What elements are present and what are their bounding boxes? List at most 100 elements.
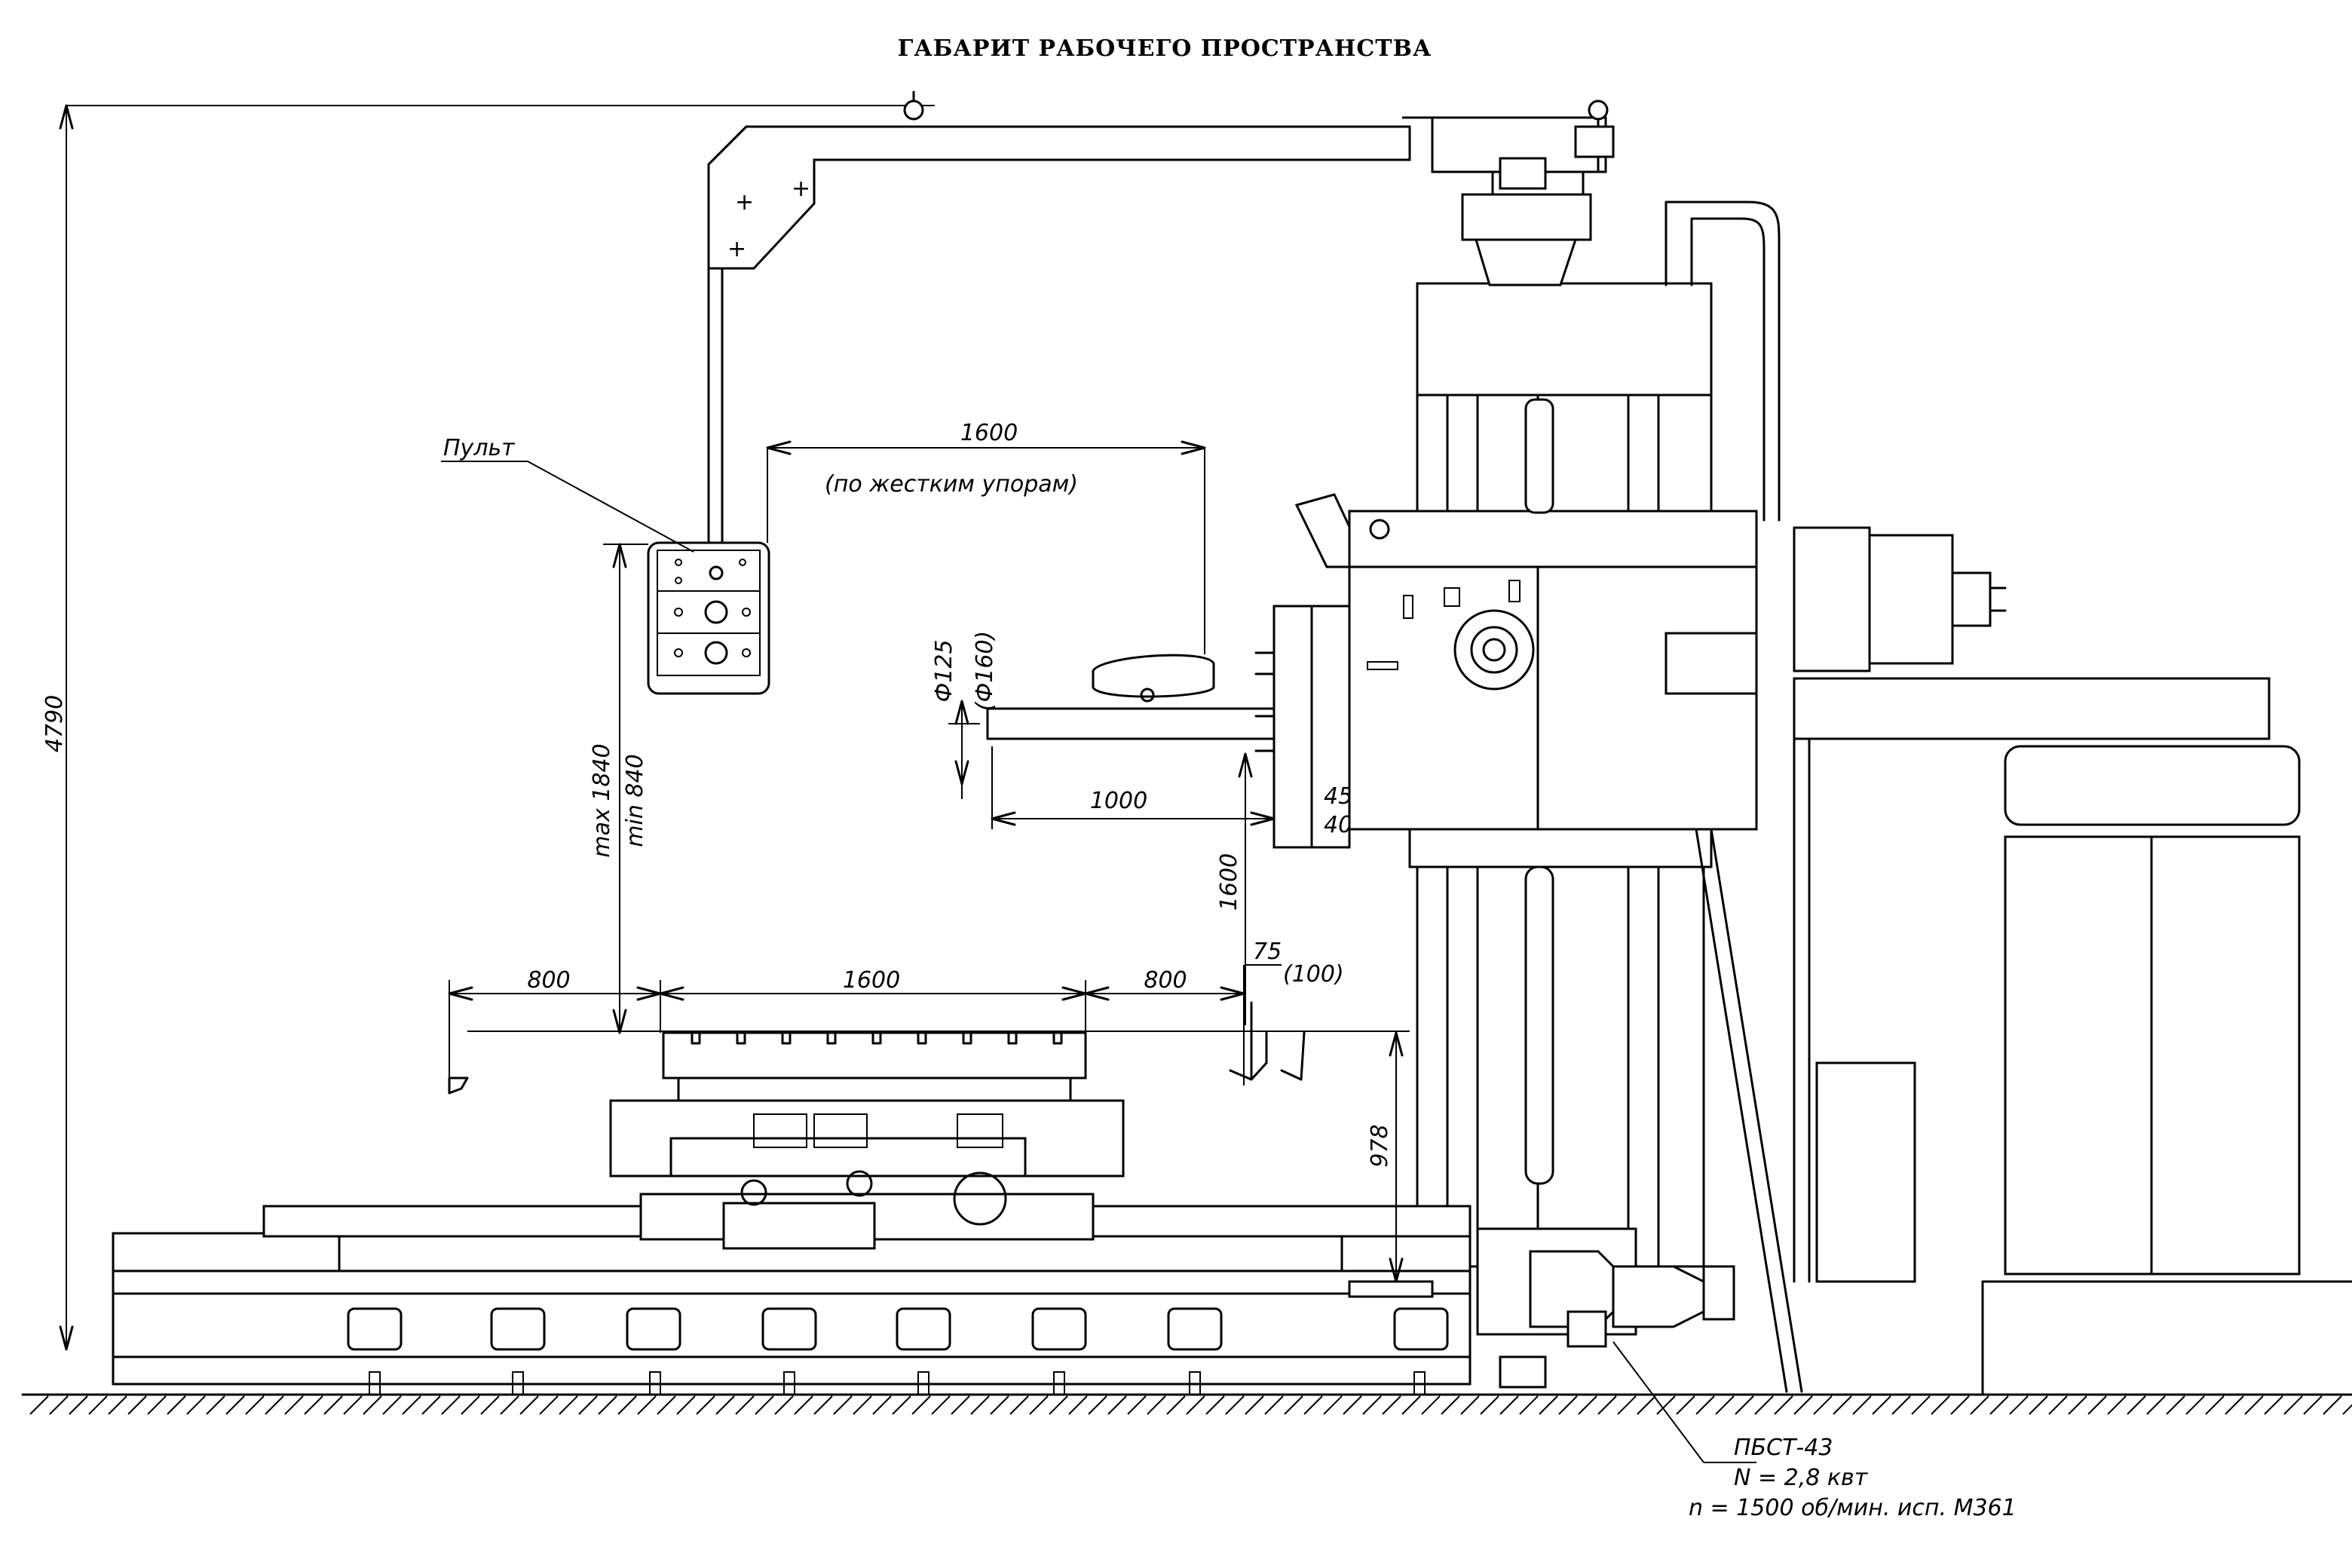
- hatch-line: [2009, 1395, 2029, 1415]
- pult-label: Пульт: [443, 435, 516, 461]
- hatch-line: [1147, 1395, 1166, 1415]
- vertical-travel-min: min 840: [622, 754, 648, 847]
- hatch-line: [1950, 1395, 1970, 1415]
- hatch-line: [1049, 1395, 1068, 1415]
- hatch-line: [1833, 1395, 1852, 1415]
- hatch-line: [1205, 1395, 1225, 1415]
- hatch-line: [1225, 1395, 1245, 1415]
- hatch-line: [911, 1395, 931, 1415]
- hatch-line: [872, 1395, 892, 1415]
- hatch-line: [1029, 1395, 1049, 1415]
- hatch-line: [1382, 1395, 1401, 1415]
- hatch-line: [186, 1395, 206, 1415]
- hatch-line: [1303, 1395, 1323, 1415]
- hatch-line: [284, 1395, 304, 1415]
- hatch-line: [363, 1395, 382, 1415]
- table-1600-value: 1600: [843, 967, 900, 994]
- motor-speed-label: n = 1500 об/мин. исп. М361: [1689, 1495, 2017, 1521]
- hatch-line: [1813, 1395, 1833, 1415]
- hatch-line: [147, 1395, 167, 1415]
- hatch-line: [1539, 1395, 1558, 1415]
- hatch-line: [1401, 1395, 1421, 1415]
- column-to-table-value: 1600: [1216, 853, 1242, 911]
- hatch-line: [1343, 1395, 1362, 1415]
- hatch-line: [931, 1395, 951, 1415]
- hatch-line: [853, 1395, 872, 1415]
- gap-dimension: 75 (100): [1229, 939, 1344, 1081]
- hatch-line: [421, 1395, 441, 1415]
- hatch-line: [480, 1395, 500, 1415]
- hatch-line: [1793, 1395, 1813, 1415]
- top-stroke-dimension: 1600 (по жестким упорам): [766, 420, 1206, 654]
- hatch-line: [402, 1395, 421, 1415]
- hatch-line: [1127, 1395, 1147, 1415]
- hatch-line: [1989, 1395, 2009, 1415]
- spindle-reach-dimension: 1000: [991, 746, 1276, 829]
- hatch-line: [657, 1395, 676, 1415]
- hatch-line: [343, 1395, 363, 1415]
- hatch-line: [1284, 1395, 1303, 1415]
- hatch-line: [2068, 1395, 2087, 1415]
- hatch-line: [2283, 1395, 2303, 1415]
- table-travel-dimensions: 800 1600 800: [448, 965, 1410, 1095]
- hatch-line: [774, 1395, 794, 1415]
- hatch-line: [598, 1395, 617, 1415]
- spindle-diameter-dimension: Ф125 (Ф160): [931, 631, 998, 799]
- hatch-line: [127, 1395, 147, 1415]
- hatch-line: [1774, 1395, 1793, 1415]
- hatch-line: [1107, 1395, 1127, 1415]
- hatch-line: [1617, 1395, 1637, 1415]
- hatch-line: [461, 1395, 480, 1415]
- column-top-motor: [1402, 100, 1781, 522]
- hatch-line: [676, 1395, 696, 1415]
- hatch-line: [1264, 1395, 1284, 1415]
- hatch-line: [167, 1395, 186, 1415]
- hatch-line: [1911, 1395, 1931, 1415]
- control-pendant: [647, 541, 770, 695]
- motor-power-label: N = 2,8 квт: [1734, 1465, 1869, 1491]
- hatch-line: [304, 1395, 323, 1415]
- hatch-line: [990, 1395, 1009, 1415]
- hatch-line: [2166, 1395, 2185, 1415]
- hatch-line: [1499, 1395, 1519, 1415]
- hatch-line: [2087, 1395, 2107, 1415]
- saddle: [262, 1099, 1472, 1250]
- hatch-line: [1637, 1395, 1656, 1415]
- hatch-line: [49, 1395, 69, 1415]
- vertical-travel-max: max 1840: [589, 743, 615, 857]
- hatch-line: [29, 1395, 49, 1415]
- hatch-line: [1166, 1395, 1186, 1415]
- hatch-line: [794, 1395, 813, 1415]
- hatch-line: [2303, 1395, 2323, 1415]
- hatch-line: [500, 1395, 519, 1415]
- vertical-travel-dimension: max 1840 min 840: [589, 543, 648, 1034]
- hatch-line: [1245, 1395, 1264, 1415]
- hatch-line: [578, 1395, 598, 1415]
- hatch-line: [735, 1395, 755, 1415]
- hatch-line: [617, 1395, 637, 1415]
- pendant-boom: + + +: [707, 90, 1411, 559]
- hatch-line: [2107, 1395, 2127, 1415]
- hatch-line: [1754, 1395, 1774, 1415]
- hatch-line: [1009, 1395, 1029, 1415]
- motor-model-label: ПБСТ-43: [1734, 1435, 1833, 1461]
- offset-45-value: 45: [1324, 783, 1352, 810]
- boom-mark: +: [735, 189, 754, 216]
- hatch-line: [1323, 1395, 1343, 1415]
- t-slots: [691, 1031, 1063, 1045]
- overall-height-dimension: 4790: [41, 104, 935, 1351]
- overall-height-value: 4790: [41, 695, 68, 752]
- hatch-line: [1362, 1395, 1382, 1415]
- top-stroke-note: (по жестким упорам): [825, 471, 1078, 498]
- offset-40-value: 40: [1324, 812, 1352, 838]
- hatch-line: [1558, 1395, 1578, 1415]
- hatch-line: [2127, 1395, 2146, 1415]
- hatch-line: [206, 1395, 225, 1415]
- hatch-line: [2244, 1395, 2264, 1415]
- motor-callout: ПБСТ-43 N = 2,8 квт n = 1500 об/мин. исп…: [1612, 1341, 2017, 1521]
- hatch-line: [2048, 1395, 2068, 1415]
- hatch-line: [1931, 1395, 1950, 1415]
- hatch-line: [1695, 1395, 1715, 1415]
- hatch-line: [892, 1395, 911, 1415]
- hatch-line: [1891, 1395, 1911, 1415]
